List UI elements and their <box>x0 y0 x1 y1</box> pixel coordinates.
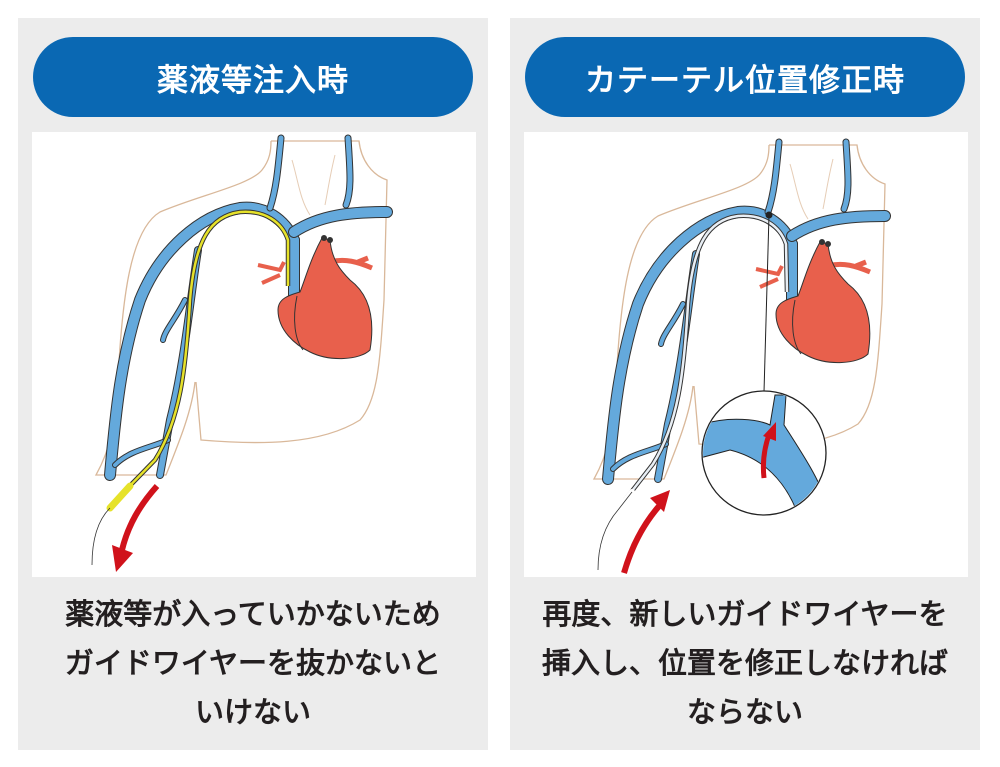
panel-drug-injection: 薬液等注入時 薬液等が入っていかないため ガイドワイヤーを抜かないと いけない <box>18 18 488 750</box>
caption-line: 薬液等が入っていかないため <box>65 597 441 631</box>
caption-line: 挿入し、位置を修正しなければ <box>541 646 948 680</box>
panel-title: 薬液等注入時 <box>33 37 473 117</box>
illustration-frame <box>32 132 476 577</box>
panel-caption: 薬液等が入っていかないため ガイドワイヤーを抜かないと いけない <box>18 590 488 737</box>
panel-catheter-reposition: カテーテル位置修正時 再度、新しいガイドワイヤーを 挿入し、位置を修正しなければ… <box>510 18 980 750</box>
caption-line: いけない <box>194 695 311 729</box>
caption-line: 再度、新しいガイドワイヤーを <box>542 597 948 631</box>
caption-line: ならない <box>686 695 803 729</box>
caption-line: ガイドワイヤーを抜かないと <box>64 646 442 680</box>
panel-caption: 再度、新しいガイドワイヤーを 挿入し、位置を修正しなければ ならない <box>510 590 980 737</box>
illustration-frame <box>524 132 968 577</box>
panel-title: カテーテル位置修正時 <box>525 37 965 117</box>
